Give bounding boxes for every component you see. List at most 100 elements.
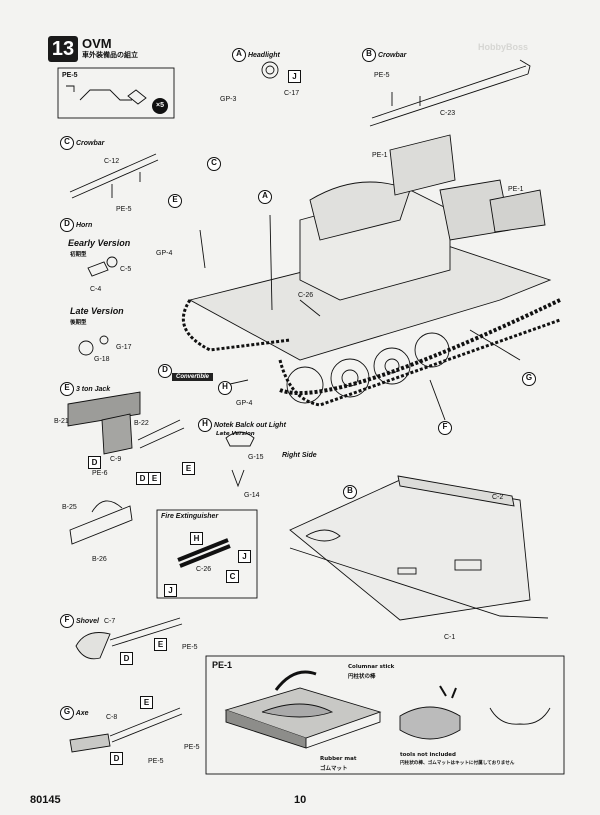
part-pe1-b: PE-1	[508, 186, 524, 193]
marker-c: C	[207, 157, 221, 171]
marker-f: F	[438, 421, 452, 435]
part-c26-b: C-26	[196, 566, 212, 573]
horn-parts	[78, 256, 118, 356]
paint-code-d-2: D	[136, 468, 149, 486]
product-code: 80145	[30, 794, 61, 806]
callout-g-axe: G Axe	[60, 706, 89, 720]
part-c1: C-1	[444, 634, 456, 641]
fire-ext-label: Fire Extinguisher	[161, 513, 219, 520]
part-pe5-g1: PE-5	[148, 758, 164, 765]
part-gp3: GP-3	[220, 96, 237, 103]
pe5-box-frame	[57, 67, 175, 119]
step-number-badge: 13	[48, 36, 78, 62]
rotation-arrow	[274, 670, 317, 691]
callout-d-horn: D Horn	[60, 218, 92, 232]
paint-code-j-1: J	[288, 66, 301, 84]
part-pe5-f: PE-5	[182, 644, 198, 651]
callout-f-shovel: F Shovel	[60, 614, 99, 628]
fire-ext-part	[177, 538, 231, 568]
callout-e-letter: E	[60, 382, 74, 396]
paint-code-d-3: D	[120, 648, 133, 666]
axe-handle	[109, 707, 183, 743]
paint-code-j-3: J	[164, 580, 177, 598]
horn-early-jp: 初期型	[70, 252, 87, 258]
part-pe5-g2: PE-5	[184, 744, 200, 751]
marker-d: D	[158, 364, 172, 378]
part-pe5-b: PE-5	[374, 72, 390, 79]
callout-h-sub: Late Version	[216, 431, 255, 437]
headlight-lens	[265, 65, 275, 75]
marker-g: G	[522, 372, 536, 386]
columnar-jp: 円柱状の棒	[348, 674, 376, 680]
pe1-panel-frame	[205, 655, 565, 775]
horn-late-jp: 後期型	[70, 320, 87, 326]
crowbar-c-part	[69, 153, 159, 199]
callout-e-jack: E 3 ton Jack	[60, 382, 110, 396]
paint-code-e-4: E	[140, 692, 153, 710]
paint-code-e-3: E	[154, 634, 167, 652]
convertible-tag: Convertible	[172, 373, 214, 381]
pe5-box-label: PE-5	[62, 72, 78, 79]
part-b25: B-25	[62, 504, 77, 511]
step-title: OVM	[82, 36, 112, 51]
step-subtitle: 車外装備品の組立	[82, 51, 138, 59]
part-g17: G-17	[116, 344, 132, 351]
shovel-handle	[109, 617, 183, 647]
part-c12: C-12	[104, 158, 120, 165]
crowbar-b-part	[369, 65, 529, 127]
marker-h: H	[218, 381, 232, 395]
callout-e-name: 3 ton Jack	[75, 385, 111, 393]
crowbar-c-clips	[111, 172, 141, 198]
paint-code-e-1: E	[182, 458, 195, 476]
callout-h-letter: H	[198, 418, 212, 432]
paint-code-e-2: E	[148, 468, 161, 486]
callout-a-name: Headlight	[247, 51, 280, 59]
crowbar-b-clips	[391, 92, 421, 106]
callout-d-letter: D	[60, 218, 74, 232]
callout-f-name: Shovel	[75, 617, 99, 625]
callout-h-name: Notek Balck out Light	[213, 421, 286, 429]
part-pe6: PE-6	[92, 470, 108, 477]
callout-c-letter: C	[60, 136, 74, 150]
part-g18: G-18	[94, 356, 110, 363]
part-c4: C-4	[90, 286, 102, 293]
part-g14: G-14	[244, 492, 260, 499]
callout-h-notek: H Notek Balck out Light	[198, 418, 286, 432]
tools-label: tools not included	[400, 752, 456, 758]
part-c5: C-5	[120, 266, 132, 273]
rubber-label: Rubber mat	[320, 756, 357, 762]
paint-code-d-4: D	[110, 748, 123, 766]
paint-code-h: H	[190, 528, 203, 546]
columnar-stick	[261, 703, 334, 718]
part-c2: C-2	[492, 494, 504, 501]
pe5-qty-badge: ×5	[152, 98, 168, 114]
page-number: 10	[294, 794, 307, 806]
part-gp4: GP-4	[156, 250, 173, 257]
pe1-rolled-mesh	[399, 706, 461, 740]
part-pe1-a: PE-1	[372, 152, 388, 159]
tank-hull-drawing	[181, 134, 561, 407]
part-b22: B-22	[134, 420, 149, 427]
horn-early-label: Eearly Version	[68, 238, 131, 248]
marker-e: E	[168, 194, 182, 208]
axe-head	[69, 733, 111, 753]
pe1-bent-mesh	[489, 707, 551, 725]
part-g15: G-15	[248, 454, 264, 461]
part-b26: B-26	[92, 556, 107, 563]
pe1-panel-title: PE-1	[212, 660, 233, 670]
callout-d-name: Horn	[75, 221, 93, 229]
callout-a-headlight: A Headlight	[232, 48, 280, 62]
pe5-part-outline	[66, 85, 132, 101]
crowbar-b-end	[519, 59, 531, 75]
horn-late-label: Late Version	[70, 306, 124, 316]
part-pe5-c: PE-5	[116, 206, 132, 213]
part-gp4-b: GP-4	[236, 400, 253, 407]
rubber-jp: ゴムマット	[320, 766, 348, 772]
tools-jp: 円柱状の棒、ゴムマットはキットに付属しておりません	[400, 761, 515, 766]
part-b21: B-21	[54, 418, 69, 425]
part-c17: C-17	[284, 90, 300, 97]
watermark: HobbyBoss	[478, 42, 529, 52]
right-side-hull	[289, 475, 549, 621]
part-c9: C-9	[110, 456, 122, 463]
